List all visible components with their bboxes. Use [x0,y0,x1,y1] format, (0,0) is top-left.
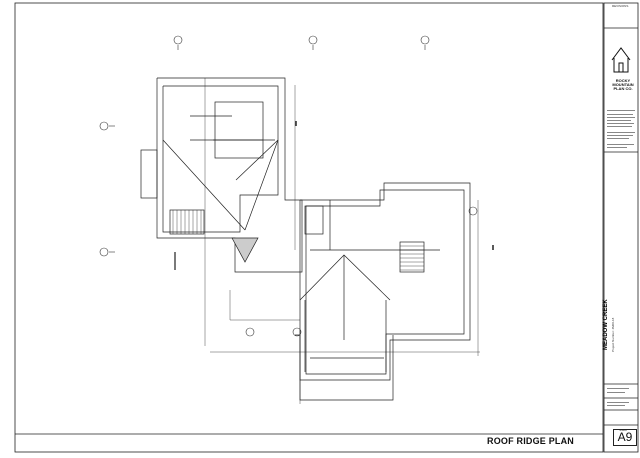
title-block-border [603,2,639,453]
sheet-border [14,2,604,453]
company-logo [611,47,631,73]
project-name: MEADOW CREEK [603,299,609,350]
sheet-number: A9 [613,429,637,446]
drawing-title: ROOF RIDGE PLAN [487,436,575,446]
roof-ridge-plan-drawing [140,77,494,404]
sheet-label: Sheet [619,428,627,432]
revisions-label: REVISIONS [612,4,629,8]
notes-block [607,110,635,406]
grid-markers [99,35,478,337]
company-name: ROCKY MOUNTAIN PLAN CO. [612,78,634,91]
project-number: Project Number: 4M00-18 [611,317,615,352]
